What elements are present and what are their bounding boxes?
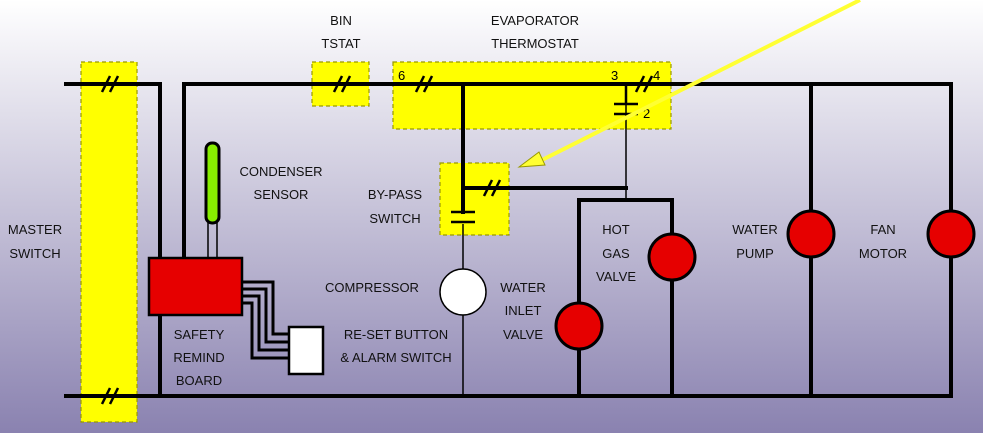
master-switch-label-line2: SWITCH: [9, 246, 60, 261]
pointer-arrow: [517, 0, 861, 168]
water-pump-label-line1: WATER: [732, 222, 778, 237]
water-pump: [786, 209, 836, 259]
bypass-switch-label-line1: BY-PASS: [368, 187, 423, 202]
water-inlet-valve-label-line3: VALVE: [503, 327, 543, 342]
master-switch-top-symbol: [100, 75, 120, 93]
reset-button-label-line1: RE-SET BUTTON: [344, 327, 448, 342]
evaporator-thermostat-label-line2: THERMOSTAT: [491, 36, 579, 51]
bin-tstat-label-line1: BIN: [330, 13, 352, 28]
reset-button-alarm-switch: [287, 325, 325, 376]
terminal-4: 4: [653, 68, 660, 83]
water-inlet-valve-label-line2: INLET: [505, 303, 542, 318]
hot-gas-valve-label-line1: HOT: [602, 222, 630, 237]
water-inlet-valve-label-line1: WATER: [500, 280, 546, 295]
water-inlet-valve: [554, 301, 604, 351]
fan-motor-label-line1: FAN: [870, 222, 895, 237]
master-switch-bottom-symbol: [100, 387, 120, 405]
hot-gas-valve-label-line2: GAS: [602, 246, 630, 261]
terminal-3: 3: [611, 68, 618, 83]
reset-button-label-line2: & ALARM SWITCH: [340, 350, 451, 365]
bin-tstat-label-line2: TSTAT: [321, 36, 360, 51]
evaporator-thermostat-label-line1: EVAPORATOR: [491, 13, 579, 28]
hot-gas-valve: [647, 232, 697, 282]
fan-motor-label-line2: MOTOR: [859, 246, 907, 261]
bypass-switch-label-line2: SWITCH: [369, 211, 420, 226]
fan-motor: [926, 209, 976, 259]
master-switch-label-line1: MASTER: [8, 222, 62, 237]
evaporator-4-symbol: [634, 75, 654, 93]
compressor: [439, 268, 487, 316]
evaporator-6-symbol: [414, 75, 434, 93]
condenser-sensor: [204, 141, 221, 225]
master-switch-highlight: [80, 61, 138, 423]
condenser-sensor-label-line1: CONDENSER: [239, 164, 322, 179]
safety-remind-board: [147, 256, 244, 317]
water-pump-label-line2: PUMP: [736, 246, 774, 261]
safety-remind-board-label-line3: BOARD: [176, 373, 222, 388]
hot-gas-valve-label-line3: VALVE: [596, 269, 636, 284]
terminal-6: 6: [398, 68, 405, 83]
board-to-switch-wires: [242, 280, 289, 360]
condenser-sensor-label-line2: SENSOR: [254, 187, 309, 202]
bin-tstat-symbol: [332, 75, 352, 93]
compressor-label: COMPRESSOR: [325, 280, 419, 295]
terminal-2: 2: [643, 106, 650, 121]
bypass-switch-highlight: [439, 162, 510, 236]
safety-remind-board-label-line1: SAFETY: [174, 327, 225, 342]
safety-remind-board-label-line2: REMIND: [173, 350, 224, 365]
evaporator-thermostat-highlight: [392, 61, 672, 130]
bypass-switch-symbol: [451, 179, 502, 224]
